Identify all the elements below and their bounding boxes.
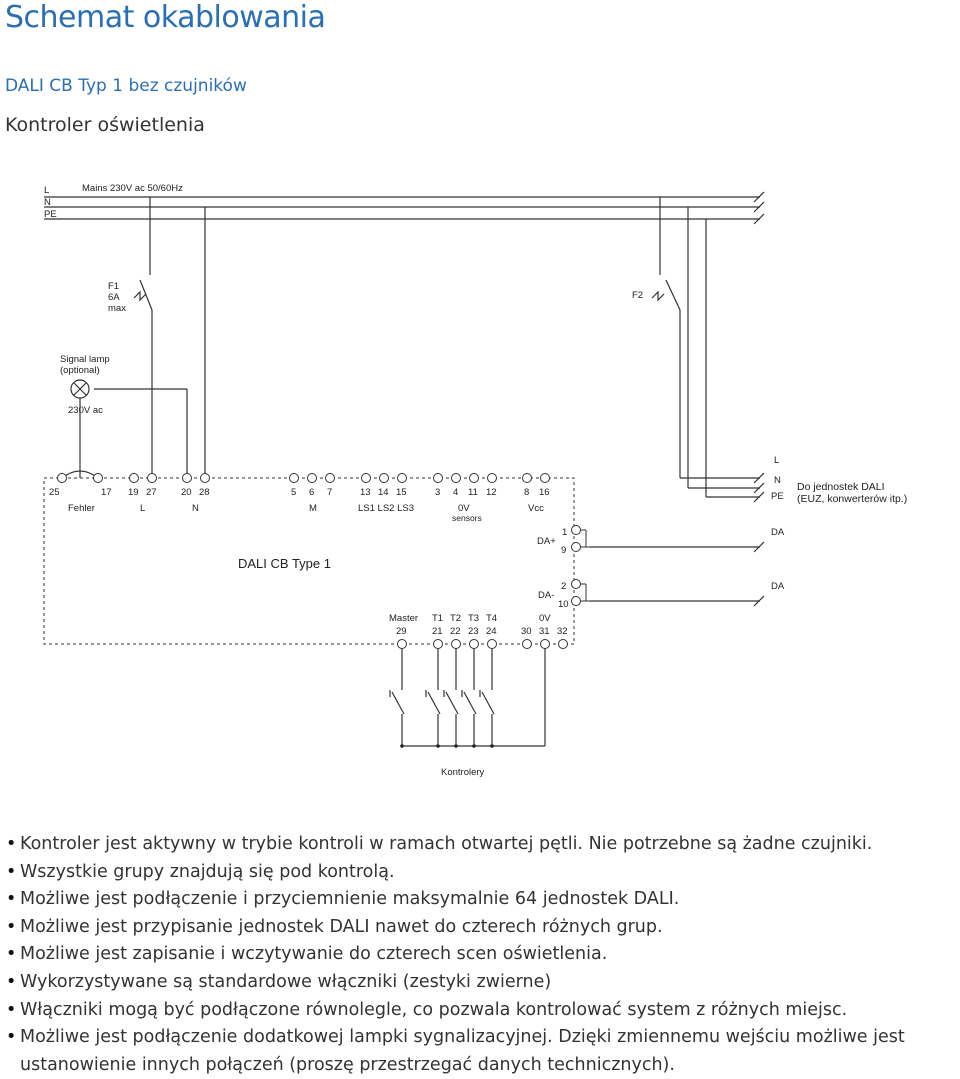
terminal-30: 30 bbox=[521, 626, 532, 637]
right-note-line2: (EUZ, konwerterów itp.) bbox=[797, 493, 907, 505]
label-vcc: Vcc bbox=[528, 503, 544, 514]
mains-l-label: L bbox=[44, 185, 49, 196]
label-n: N bbox=[192, 503, 199, 514]
list-item: Kontroler jest aktywny w trybie kontroli… bbox=[6, 831, 958, 859]
right-da2-label: DA bbox=[771, 581, 785, 592]
right-n-label: N bbox=[774, 475, 781, 486]
list-item: Możliwe jest przypisanie jednostek DALI … bbox=[6, 914, 958, 942]
terminal-24: 24 bbox=[486, 626, 497, 637]
label-ls: LS1 LS2 LS3 bbox=[358, 503, 414, 514]
label-t3: T3 bbox=[468, 613, 479, 624]
terminal-22: 22 bbox=[450, 626, 461, 637]
terminal-14: 14 bbox=[378, 487, 389, 498]
terminal-23: 23 bbox=[468, 626, 479, 637]
terminal-2: 2 bbox=[561, 581, 566, 592]
terminal-20: 20 bbox=[181, 487, 192, 498]
controllers-label: Kontrolery bbox=[441, 767, 485, 778]
lamp-voltage: 230V ac bbox=[68, 405, 103, 416]
page-subtitle: DALI CB Typ 1 bez czujników bbox=[5, 76, 247, 96]
label-0v: 0V bbox=[539, 613, 551, 624]
feature-list: Kontroler jest aktywny w trybie kontroli… bbox=[6, 831, 958, 1079]
terminal-27: 27 bbox=[146, 487, 157, 498]
terminal-25: 25 bbox=[49, 487, 60, 498]
terminal-8: 8 bbox=[524, 487, 529, 498]
terminal-3: 3 bbox=[435, 487, 440, 498]
mains-pe-label: PE bbox=[44, 209, 57, 220]
fuse1-note: max bbox=[108, 303, 126, 314]
mains-description: Mains 230V ac 50/60Hz bbox=[82, 183, 183, 194]
terminal-17: 17 bbox=[101, 487, 112, 498]
label-m: M bbox=[309, 503, 317, 514]
section-heading: Kontroler oświetlenia bbox=[5, 114, 205, 136]
terminal-5: 5 bbox=[291, 487, 296, 498]
list-item: Możliwe jest zapisanie i wczytywanie do … bbox=[6, 941, 958, 969]
label-0v-sensors: 0V bbox=[458, 503, 470, 514]
label-da-plus: DA+ bbox=[537, 536, 556, 547]
list-item: Możliwe jest podłączenie i przyciemnieni… bbox=[6, 886, 958, 914]
list-item: Możliwe jest podłączenie dodatkowej lamp… bbox=[6, 1024, 958, 1079]
terminal-29: 29 bbox=[396, 626, 407, 637]
label-da-minus: DA- bbox=[538, 590, 554, 601]
terminal-6: 6 bbox=[309, 487, 314, 498]
terminal-4: 4 bbox=[453, 487, 458, 498]
label-sensors: sensors bbox=[452, 513, 482, 523]
terminal-7: 7 bbox=[327, 487, 332, 498]
terminal-13: 13 bbox=[360, 487, 371, 498]
right-pe-label: PE bbox=[771, 491, 784, 502]
label-t4: T4 bbox=[486, 613, 497, 624]
terminal-10: 10 bbox=[558, 599, 569, 610]
fuse1-name: F1 bbox=[108, 281, 119, 292]
right-l-label: L bbox=[774, 455, 779, 466]
terminal-9: 9 bbox=[561, 545, 566, 556]
right-da1-label: DA bbox=[771, 527, 785, 538]
label-l: L bbox=[140, 503, 145, 514]
terminal-21: 21 bbox=[432, 626, 443, 637]
fuse1-rating: 6A bbox=[108, 292, 120, 303]
wiring-diagram: L N PE Mains 230V ac 50/60Hz F1 6A max F… bbox=[43, 183, 907, 778]
label-fehler: Fehler bbox=[68, 503, 95, 514]
fuse2-name: F2 bbox=[632, 290, 643, 301]
label-t2: T2 bbox=[450, 613, 461, 624]
terminal-32: 32 bbox=[557, 626, 568, 637]
terminal-16: 16 bbox=[539, 487, 550, 498]
mains-n-label: N bbox=[44, 197, 51, 208]
right-note-line1: Do jednostek DALI bbox=[797, 481, 885, 493]
terminal-15: 15 bbox=[396, 487, 407, 498]
terminal-1: 1 bbox=[562, 527, 567, 538]
label-master: Master bbox=[389, 613, 418, 624]
terminal-28: 28 bbox=[199, 487, 210, 498]
list-item: Włączniki mogą być podłączone równolegle… bbox=[6, 997, 958, 1025]
lamp-optional-label: (optional) bbox=[60, 365, 100, 376]
signal-lamp-icon bbox=[70, 379, 90, 399]
terminal-11: 11 bbox=[468, 487, 478, 498]
lamp-label: Signal lamp bbox=[60, 354, 110, 365]
list-item: Wszystkie grupy znajdują się pod kontrol… bbox=[6, 859, 958, 887]
label-t1: T1 bbox=[432, 613, 443, 624]
terminal-19: 19 bbox=[128, 487, 139, 498]
list-item: Wykorzystywane są standardowe włączniki … bbox=[6, 969, 958, 997]
page-title: Schemat okablowania bbox=[5, 0, 326, 35]
terminal-31: 31 bbox=[539, 626, 550, 637]
device-label: DALI CB Type 1 bbox=[238, 556, 331, 571]
terminal-12: 12 bbox=[486, 487, 497, 498]
